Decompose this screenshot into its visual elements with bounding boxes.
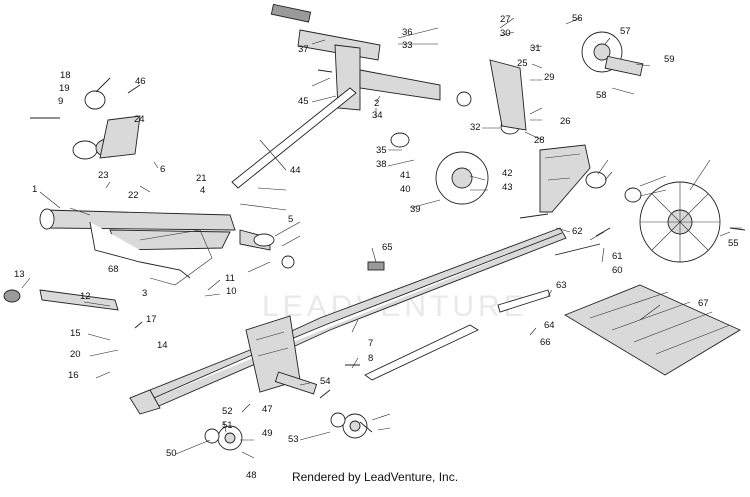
callout-46: 46	[135, 76, 146, 87]
callout-27: 27	[500, 14, 511, 25]
callout-54: 54	[320, 376, 331, 387]
callout-5: 5	[288, 214, 293, 225]
callout-19: 19	[59, 83, 70, 94]
callout-63: 63	[556, 280, 567, 291]
callout-62: 62	[572, 226, 583, 237]
callout-36: 36	[402, 27, 413, 38]
shafts-bushings-hardware	[3, 55, 746, 433]
callout-41: 41	[400, 170, 411, 181]
callout-7: 7	[368, 338, 373, 349]
callout-37: 37	[298, 44, 309, 55]
callout-56: 56	[572, 13, 583, 24]
callout-35: 35	[376, 145, 387, 156]
deflector-grid	[563, 284, 741, 376]
callout-13: 13	[14, 269, 25, 280]
callout-15: 15	[70, 328, 81, 339]
callout-25: 25	[517, 58, 528, 69]
callout-44: 44	[290, 165, 301, 176]
callout-22: 22	[128, 190, 139, 201]
callout-26: 26	[560, 116, 571, 127]
callout-labels: 1 2 3 4 5 6 7 8 9 10 11 12 13 14 15 16 1…	[14, 13, 739, 481]
callout-9: 9	[58, 96, 63, 107]
callout-24: 24	[134, 114, 145, 125]
callout-64: 64	[544, 320, 555, 331]
callout-12: 12	[80, 291, 91, 302]
callout-53: 53	[288, 434, 299, 445]
callout-58: 58	[596, 90, 607, 101]
callout-11: 11	[225, 273, 235, 284]
callout-16: 16	[68, 370, 79, 381]
callout-49: 49	[262, 428, 273, 439]
callout-65: 65	[382, 242, 393, 253]
callout-14: 14	[157, 340, 168, 351]
callout-61: 61	[612, 251, 623, 262]
rear-arm-assembly	[231, 3, 441, 189]
callout-57: 57	[620, 26, 631, 37]
callout-6: 6	[160, 164, 165, 175]
render-credit: Rendered by LeadVenture, Inc.	[291, 470, 459, 484]
callout-55: 55	[728, 238, 739, 249]
callout-47: 47	[262, 404, 273, 415]
callout-17: 17	[146, 314, 157, 325]
slide-and-wear-strip	[364, 261, 551, 381]
idler-wheels	[204, 31, 721, 451]
callout-30: 30	[500, 28, 511, 39]
callout-20: 20	[70, 349, 81, 360]
callout-38: 38	[376, 159, 387, 170]
callout-42: 42	[502, 168, 513, 179]
callout-10: 10	[226, 286, 237, 297]
rear-suspension-rail	[129, 144, 591, 415]
callout-51: 51	[222, 420, 233, 431]
callout-23: 23	[98, 170, 109, 181]
callout-66: 66	[540, 337, 551, 348]
callout-28: 28	[534, 135, 545, 146]
callout-18: 18	[60, 70, 71, 81]
leader-lines	[21, 17, 742, 459]
callout-48: 48	[246, 470, 257, 481]
callout-1: 1	[32, 184, 37, 195]
callout-45: 45	[298, 96, 309, 107]
callout-3: 3	[142, 288, 147, 299]
front-arm-assembly	[39, 208, 301, 393]
callout-29: 29	[544, 72, 555, 83]
callout-8: 8	[368, 353, 373, 364]
callout-40: 40	[400, 184, 411, 195]
callout-39: 39	[410, 204, 421, 215]
callout-32: 32	[470, 122, 481, 133]
callout-2: 2	[374, 98, 379, 109]
callout-21: 21	[196, 173, 207, 184]
callout-59: 59	[664, 54, 675, 65]
callout-68: 68	[108, 264, 119, 275]
callout-43: 43	[502, 182, 513, 193]
callout-52: 52	[222, 406, 233, 417]
callout-34: 34	[372, 110, 383, 121]
callout-4: 4	[200, 185, 205, 196]
callout-31: 31	[530, 43, 541, 54]
callout-50: 50	[166, 448, 177, 459]
callout-33: 33	[402, 40, 413, 51]
callout-60: 60	[612, 265, 623, 276]
callout-67: 67	[698, 298, 709, 309]
